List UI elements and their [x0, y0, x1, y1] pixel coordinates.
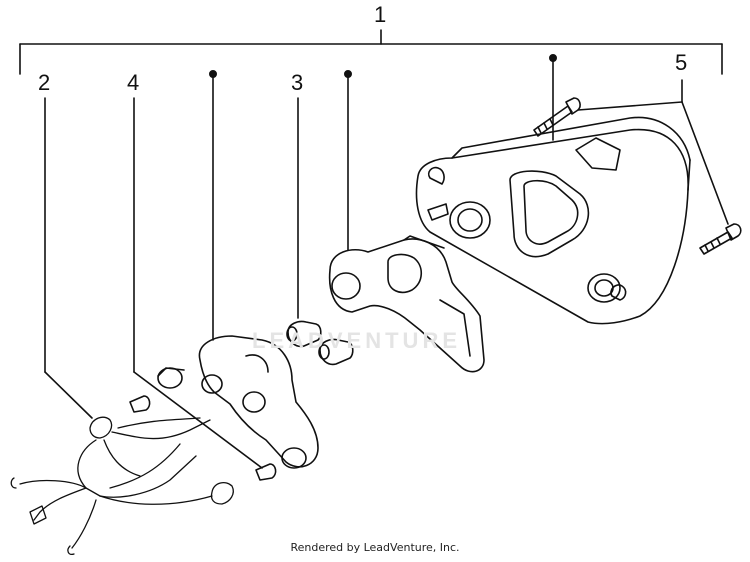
callout-1: 1 — [374, 2, 387, 27]
leader-dot-b — [343, 70, 352, 79]
leader-5-left — [577, 101, 683, 111]
assembly-bracket — [19, 29, 723, 75]
small-bulb-b — [255, 463, 277, 481]
watermark: LEADVENTURE — [252, 328, 462, 353]
socket-plate — [157, 335, 319, 469]
leader-2-diag — [44, 371, 93, 419]
wiring-harness — [10, 416, 234, 556]
mounting-bracket — [328, 235, 485, 373]
callout-4: 4 — [127, 70, 140, 95]
render-credit: Rendered by LeadVenture, Inc. — [290, 541, 460, 554]
callout-5: 5 — [675, 50, 688, 75]
lamp-housing — [415, 116, 691, 325]
leader-dot-a — [209, 70, 218, 79]
leader-4-diag — [133, 371, 263, 469]
leader-dot-c — [548, 53, 557, 62]
callout-3: 3 — [291, 70, 304, 95]
leader-lines — [44, 53, 729, 469]
leader-5-right — [681, 101, 729, 225]
bulb-b — [318, 338, 354, 366]
screw-bottom — [699, 223, 742, 255]
small-bulb-a — [129, 395, 151, 413]
bulb-a — [286, 320, 322, 348]
callout-2: 2 — [38, 70, 51, 95]
